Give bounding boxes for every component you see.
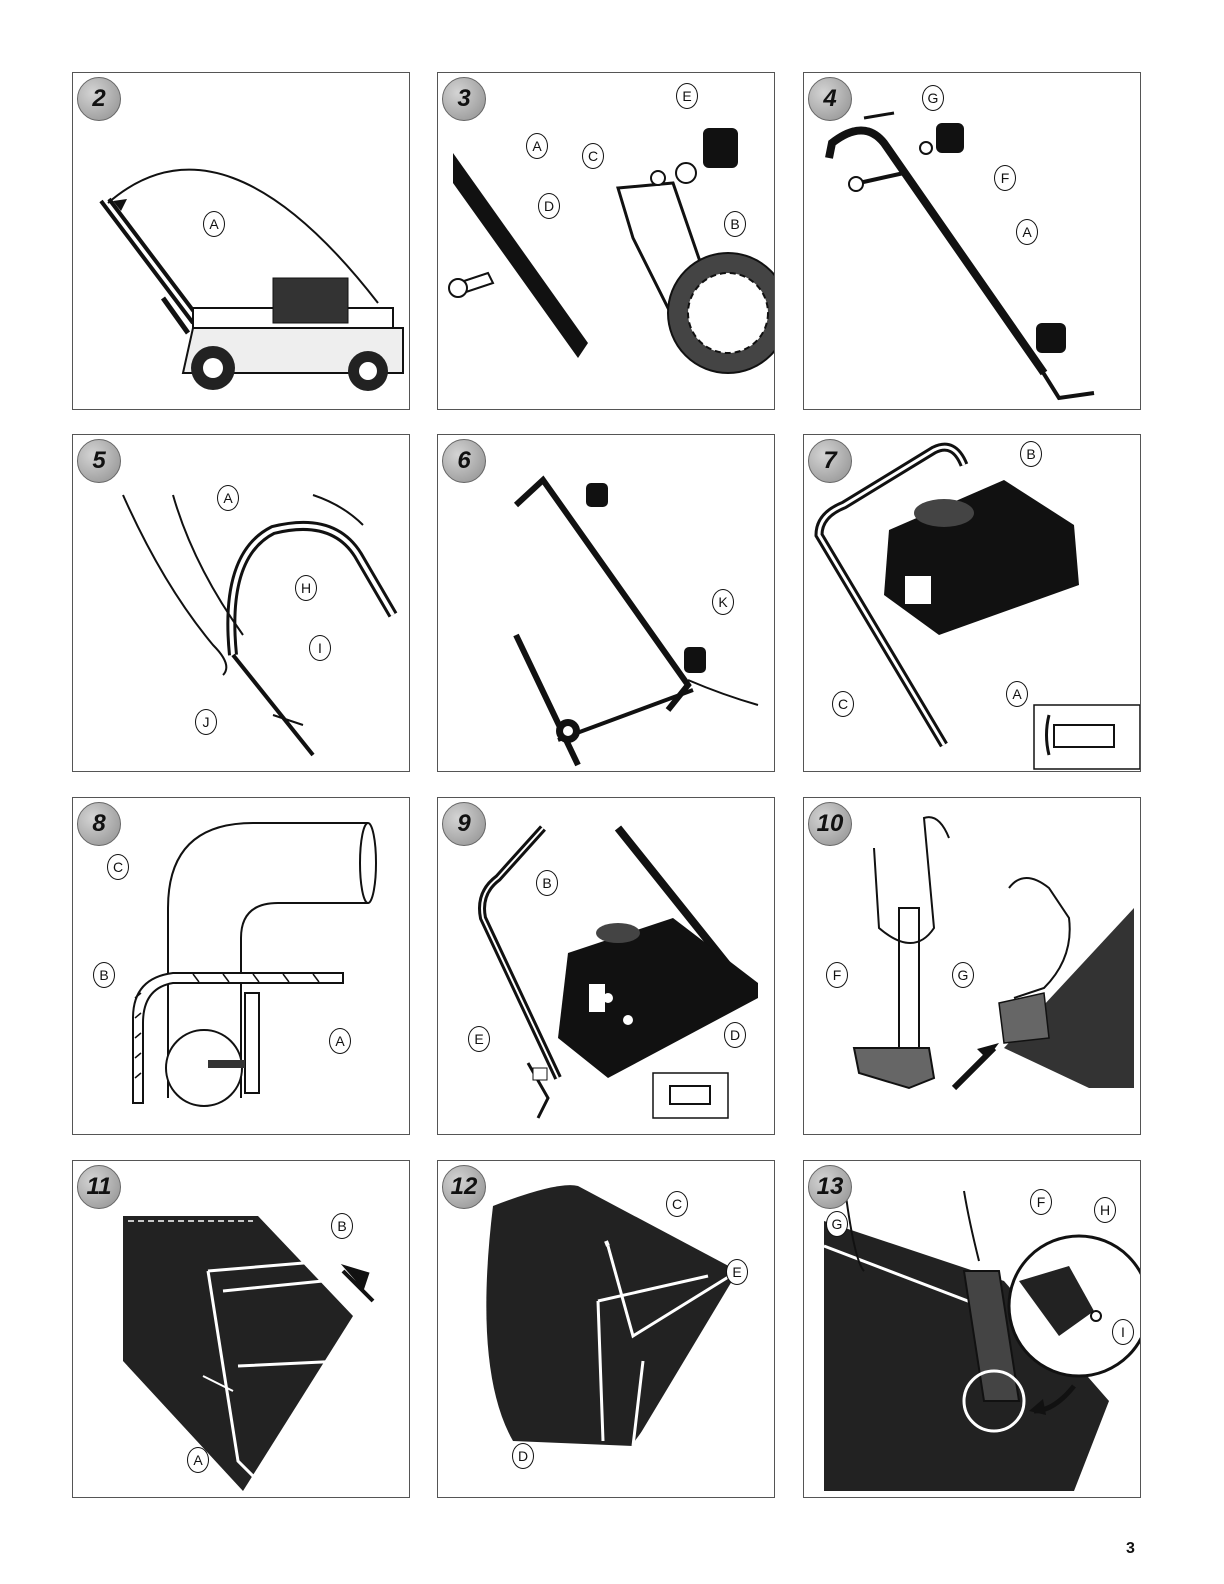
figure-panel-6: 6 K [437,434,775,772]
figure-panel-9: 9 B E D [437,797,775,1135]
callout-label-B: B [536,870,558,896]
callout-label-A: A [187,1447,209,1473]
callout-label-A: A [203,211,225,237]
callout-label-B: B [331,1213,353,1239]
mower-handle-fold-illustration [73,73,409,409]
handle-cable-routing-illustration [73,435,409,771]
handle-bolt-assembly-illustration [438,73,774,409]
figure-panel-10: 10 F G [803,797,1141,1135]
callout-label-H: H [295,575,317,601]
callout-label-H: H [1094,1197,1116,1223]
callout-label-E: E [676,83,698,109]
callout-label-A: A [1016,219,1038,245]
figure-panel-5: 5 A H I J [72,434,410,772]
figure-panel-13: 13 G F H I [803,1160,1141,1498]
grass-bag-frame-insertion-illustration [73,1161,409,1497]
figure-panel-2: 2 A [72,72,410,410]
callout-label-F: F [826,962,848,988]
page-number: 3 [1126,1540,1135,1558]
callout-label-B: B [93,962,115,988]
chute-cover-install-illustration [804,435,1140,771]
step-number-badge: 11 [77,1165,121,1209]
callout-label-A: A [1006,681,1028,707]
upper-handle-attachment-illustration [804,73,1140,409]
callout-label-D: D [538,193,560,219]
callout-label-G: G [826,1211,848,1237]
callout-label-C: C [582,143,604,169]
step-number-badge: 4 [808,77,852,121]
callout-label-C: C [832,691,854,717]
callout-label-A: A [217,485,239,511]
grass-bag-attach-to-mower-illustration [804,1161,1140,1497]
figure-panel-8: 8 C B A [72,797,410,1135]
callout-label-A: A [329,1028,351,1054]
callout-label-E: E [726,1259,748,1285]
step-number-badge: 9 [442,802,486,846]
callout-label-F: F [994,165,1016,191]
mallet-plug-insertion-illustration [804,798,1140,1134]
step-number-badge: 8 [77,802,121,846]
figure-panel-3: 3 A B C D E [437,72,775,410]
callout-label-G: G [922,85,944,111]
callout-label-E: E [468,1026,490,1052]
callout-label-G: G [952,962,974,988]
callout-label-C: C [666,1191,688,1217]
step-number-badge: 3 [442,77,486,121]
chute-cover-screws-illustration [438,798,774,1134]
step-number-badge: 5 [77,439,121,483]
figure-panel-12: 12 C E D [437,1160,775,1498]
callout-label-C: C [107,854,129,880]
callout-label-D: D [512,1443,534,1469]
callout-label-K: K [712,589,734,615]
callout-label-J: J [195,709,217,735]
grass-bag-assembled-illustration [438,1161,774,1497]
handle-cross-section-illustration [73,798,409,1134]
callout-label-D: D [724,1022,746,1048]
step-number-badge: 6 [442,439,486,483]
callout-label-B: B [724,211,746,237]
figure-panel-4: 4 G F A [803,72,1141,410]
callout-label-A: A [526,133,548,159]
step-number-badge: 2 [77,77,121,121]
callout-label-B: B [1020,441,1042,467]
figure-panel-7: 7 B C A [803,434,1141,772]
step-number-badge: 7 [808,439,852,483]
step-number-badge: 13 [808,1165,852,1209]
figure-panel-11: 11 B A [72,1160,410,1498]
callout-label-F: F [1030,1189,1052,1215]
step-number-badge: 10 [808,802,852,846]
step-number-badge: 12 [442,1165,486,1209]
callout-label-I: I [309,635,331,661]
callout-label-I: I [1112,1319,1134,1345]
